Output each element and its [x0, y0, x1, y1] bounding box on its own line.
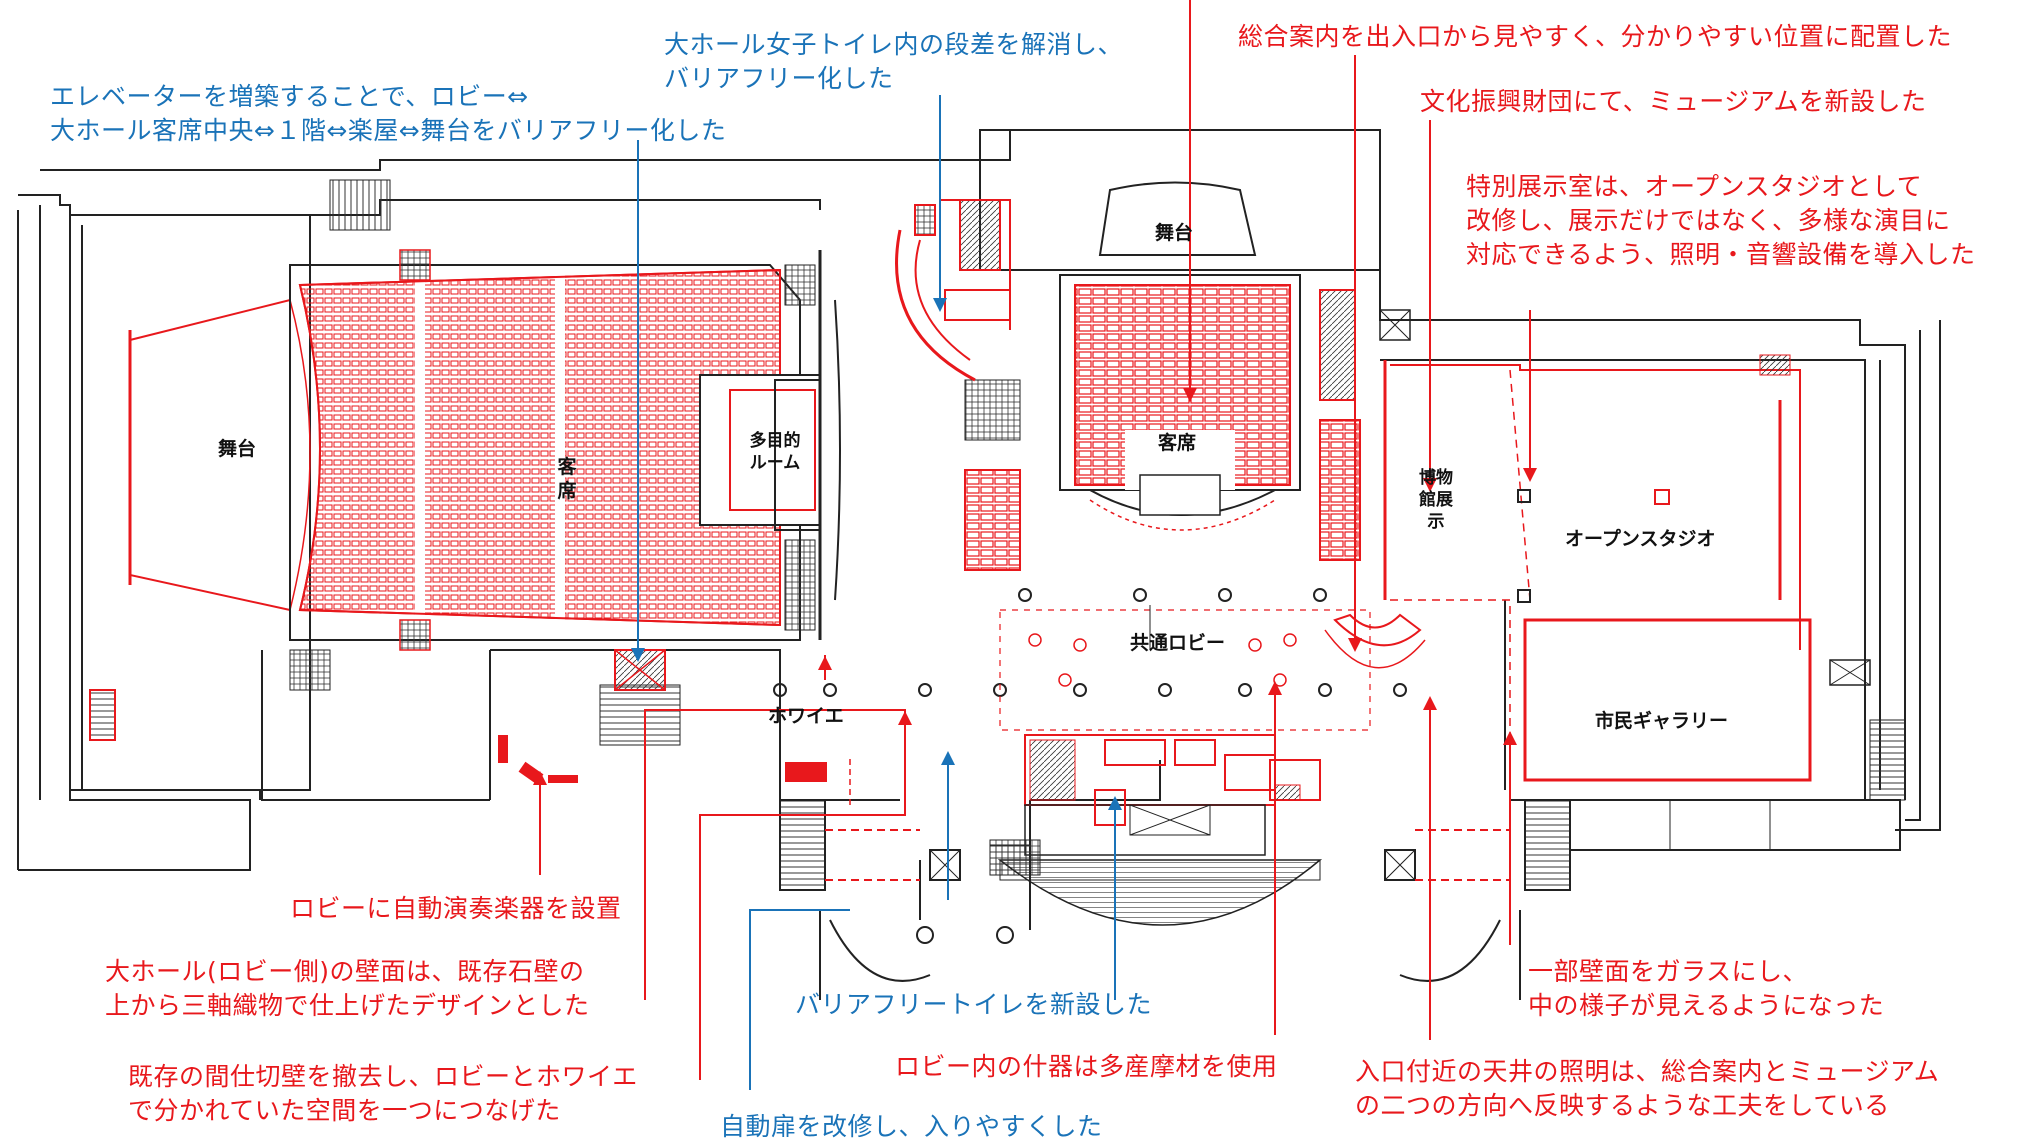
annotation-ceiling-light-line2: の二つの方向へ反映するような工夫をしている [1355, 1091, 1890, 1120]
leader-partition [699, 720, 906, 1080]
arrowheads [533, 298, 1537, 810]
small-hall [959, 129, 1381, 571]
annotation-auto-instrument: ロビーに自動演奏楽器を設置 [290, 894, 622, 923]
annotation-wall-fabric-line2: 上から三軸織物で仕上げたデザインとした [105, 991, 590, 1020]
room-small-hall-stage: 舞台 [1155, 222, 1194, 244]
annotation-special-exhibit: 特別展示室は、オープンスタジオとして 改修し、展示だけではなく、多様な演目に 対… [1466, 170, 1976, 272]
annotation-special-exhibit-line3: 対応できるよう、照明・音響設備を導入した [1466, 240, 1976, 269]
annotation-elevator-line2: 大ホール客席中央⇔１階⇔楽屋⇔舞台をバリアフリー化した [50, 116, 727, 145]
annotation-special-exhibit-line1: 特別展示室は、オープンスタジオとして [1466, 172, 1923, 201]
annotation-ceiling-light-line1: 入口付近の天井の照明は、総合案内とミュージアム [1355, 1057, 1940, 1086]
annotation-wall-fabric: 大ホール(ロビー側)の壁面は、既存石壁の 上から三軸織物で仕上げたデザインとした [105, 955, 590, 1023]
room-open-studio: オープンスタジオ [1565, 528, 1716, 550]
annotation-toilet-step: 大ホール女子トイレ内の段差を解消し、 バリアフリー化した [664, 28, 1123, 96]
annotation-furniture: ロビー内の什器は多産摩材を使用 [895, 1052, 1278, 1081]
room-common-lobby: 共通ロビー [1130, 632, 1226, 654]
annotation-glass-wall-line1: 一部壁面をガラスにし、 [1528, 957, 1809, 986]
room-citizens-gallery: 市民ギャラリー [1595, 710, 1729, 732]
room-foyer: ホワイエ [768, 705, 844, 727]
annotation-elevator: エレベーターを増築することで、ロビー⇔ 大ホール客席中央⇔１階⇔楽屋⇔舞台をバリ… [50, 80, 726, 148]
room-museum-exhibit-text: 博物館展示 [1419, 468, 1453, 532]
room-large-hall-stage: 舞台 [218, 438, 257, 460]
annotation-special-exhibit-line2: 改修し、展示だけではなく、多様な演目に [1466, 206, 1951, 235]
annotation-partition: 既存の間仕切壁を撤去し、ロビーとホワイエ で分かれていた空間を一つにつなげた [128, 1060, 638, 1128]
annotation-info-desk: 総合案内を出入口から見やすく、分かりやすい位置に配置した [1238, 22, 1953, 51]
annotation-wall-fabric-line1: 大ホール(ロビー側)の壁面は、既存石壁の [105, 957, 585, 986]
right-wing [1324, 309, 1906, 801]
annotation-partition-line2: で分かれていた空間を一つにつなげた [128, 1096, 561, 1125]
annotation-toilet-step-line2: バリアフリー化した [664, 64, 894, 93]
annotation-toilet-step-line1: 大ホール女子トイレ内の段差を解消し、 [664, 30, 1124, 59]
annotation-partition-line1: 既存の間仕切壁を撤去し、ロビーとホワイエ [128, 1062, 638, 1091]
annotation-museum: 文化振興財団にて、ミュージアムを新設した [1420, 87, 1927, 116]
annotation-glass-wall: 一部壁面をガラスにし、 中の様子が見えるようになった [1528, 955, 1884, 1023]
room-large-hall-seats-text: 客席 [557, 456, 577, 502]
annotation-auto-door: 自動扉を改修し、入りやすくした [720, 1112, 1103, 1141]
room-multipurpose-text: 多目的ルーム [749, 431, 801, 473]
room-small-hall-seats: 客席 [1158, 432, 1197, 454]
room-museum-exhibit: 博物館展示 [1412, 467, 1460, 533]
foyer-area [489, 588, 1407, 944]
annotation-elevator-line1: エレベーターを増築することで、ロビー⇔ [50, 82, 529, 111]
barrier-free-toilet-block [989, 734, 1321, 876]
leader-auto-door-1 [749, 909, 850, 1090]
annotation-barrier-free-toilet: バリアフリートイレを新設した [795, 990, 1153, 1019]
room-multipurpose: 多目的ルーム [742, 430, 808, 474]
annotation-ceiling-light: 入口付近の天井の照明は、総合案内とミュージアム の二つの方向へ反映するような工夫… [1355, 1055, 1939, 1123]
leader-wall-fabric [644, 709, 906, 1000]
annotation-glass-wall-line2: 中の様子が見えるようになった [1528, 991, 1885, 1020]
large-hall [69, 179, 841, 791]
womens-toilet [895, 199, 1011, 382]
room-large-hall-seats: 客席 [555, 455, 579, 503]
